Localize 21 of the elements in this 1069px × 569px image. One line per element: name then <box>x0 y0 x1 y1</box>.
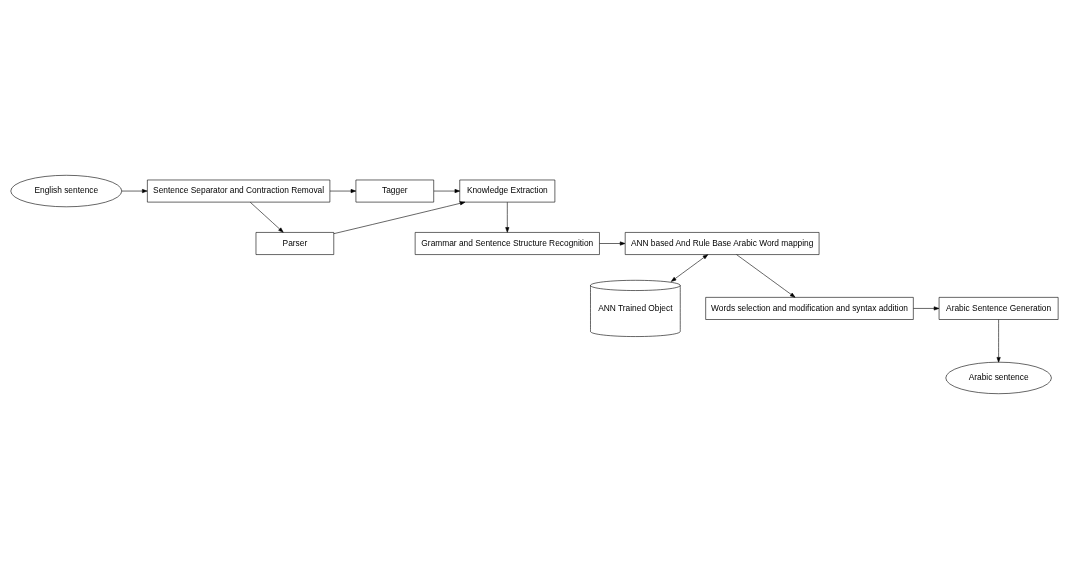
arrow <box>736 254 796 298</box>
node-box: Words selection and modification and syntax addition <box>705 297 914 320</box>
arrow <box>505 201 510 233</box>
arrow <box>333 201 466 234</box>
node-box: Parser <box>255 232 335 255</box>
node-box: Knowledge Extraction <box>459 179 556 203</box>
arrow <box>433 189 461 193</box>
node-box: Sentence Separator and Contraction Removal <box>147 179 331 203</box>
node-ellipse: Arabic sentence <box>945 361 1052 394</box>
node-box: Arabic Sentence Generation <box>938 297 1059 320</box>
arrow <box>996 319 1001 363</box>
arrow <box>329 189 357 193</box>
arrow <box>599 241 626 246</box>
arrow <box>121 189 148 193</box>
arrow <box>250 201 284 233</box>
node-box: ANN based And Rule Base Arabic Word mapping <box>624 232 820 255</box>
arrow <box>913 306 940 311</box>
arrow <box>670 254 709 282</box>
node-box: Grammar and Sentence Structure Recognition <box>414 232 600 255</box>
node-ellipse: English sentence <box>10 175 123 208</box>
node-box: Tagger <box>355 179 434 203</box>
